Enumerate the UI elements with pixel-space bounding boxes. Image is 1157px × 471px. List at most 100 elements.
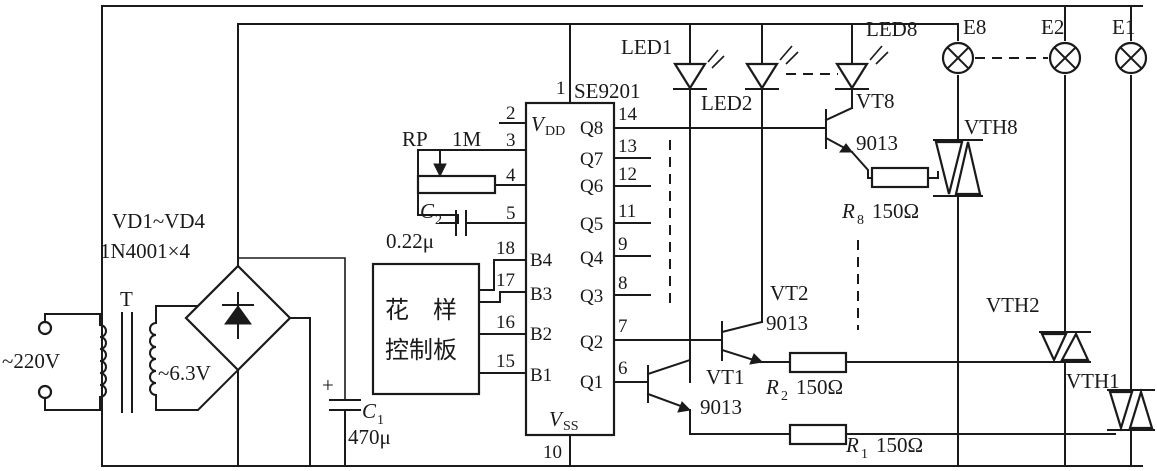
bridge-rectifier: VD1~VD4 1N4001×4 [100,209,346,467]
pin-6-num: 6 [618,358,628,379]
pin-7-num: 7 [618,316,628,337]
vt1-part: 9013 [700,395,742,419]
pattern-board-box [371,262,481,396]
e2-label: E2 [1041,15,1064,39]
vdd-rail [237,23,959,467]
secondary-voltage-label: ~6.3V [158,361,211,385]
led2-label: LED2 [701,91,752,115]
pin-q7-label: Q7 [580,149,603,170]
vt2-name: VT2 [770,281,809,305]
pin-b3-label: B3 [530,284,552,305]
rp-body [416,174,497,195]
pin-5-num: 5 [506,203,516,224]
pattern-board-line1: 花 样 [385,296,457,324]
pin-q1-label: Q1 [580,372,603,393]
mains-voltage-label: ~220V [2,349,60,373]
resistor-r2: R 2 150Ω [765,351,1051,404]
pin-q3-label: Q3 [580,286,603,307]
pattern-board: 花 样 控制板 18 17 16 15 B4 B3 B2 B1 [371,238,553,396]
pin-13-num: 13 [618,136,637,157]
pin-q8-label: Q8 [580,118,603,139]
e1-label: E1 [1112,15,1135,39]
ic-left-pins: 2 3 4 5 [439,103,527,224]
transistor-vt8: VT8 9013 [824,89,898,179]
lamp-e1: E1 [1112,15,1148,75]
led-8: LED8 [835,17,917,109]
c2-index: 2 [435,213,442,228]
rectifier-part: 1N4001×4 [100,239,191,263]
pin-17-num: 17 [496,270,515,291]
ic-vss: V [549,407,564,431]
pattern-board-line2: 控制板 [385,336,457,364]
pin-q2-label: Q2 [580,332,603,353]
resistor-r8: R 8 150Ω [841,166,939,330]
ic-body [524,101,616,437]
led8-label: LED8 [866,17,917,41]
transistor-vt1: VT1 9013 [646,358,791,435]
pin-18-num: 18 [496,238,515,259]
mains-terminal-top [37,320,53,336]
ic-right-pins: Q8 14 Q7 13 Q6 12 Q5 11 Q4 9 Q3 8 Q2 7 Q… [580,104,827,393]
ic-vdd: V [531,112,546,136]
mains-terminal-bottom [37,384,53,400]
rp-name: RP [402,127,428,151]
vth2-label: VTH2 [986,293,1040,317]
r1-index: 1 [861,447,868,462]
ic-name: SE9201 [574,79,641,103]
pin-14-num: 14 [618,104,638,125]
triac-vth8: VTH8 [933,115,1018,197]
vt8-part: 9013 [856,131,898,155]
r8-value: 150Ω [872,199,919,223]
rp-value: 1M [452,127,482,151]
transformer-label: T [120,287,133,311]
lamp-e8: E8 [941,15,986,75]
capacitor-c1: + C 1 470μ [322,373,391,467]
resistor-r1: R 1 150Ω [788,423,1116,462]
r8-index: 8 [857,213,864,228]
e8-label: E8 [963,15,986,39]
c1-polarity: + [322,373,334,397]
r1-name: R [845,433,859,457]
pin-q4-label: Q4 [580,248,604,269]
transformer: T ~6.3V [98,264,240,413]
r2-value: 150Ω [796,375,843,399]
transistor-vt2: VT2 9013 [720,281,809,365]
ic-vss-sub: SS [563,419,579,434]
led-1: LED1 [621,35,725,383]
pin-b4-label: B4 [530,250,553,271]
ic-se9201: SE9201 V DD V SS 1 10 [524,78,641,467]
mains-bus-wires [101,5,1143,467]
lamp-e2: E2 [1041,15,1082,75]
pin-15-num: 15 [496,351,515,372]
pin-q6-label: Q6 [580,176,603,197]
c1-value: 470μ [348,425,391,449]
vth8-label: VTH8 [964,115,1018,139]
r2-index: 2 [781,389,788,404]
pin-4-num: 4 [506,165,516,186]
vt1-name: VT1 [706,365,745,389]
r2-name: R [765,375,779,399]
pin-11-num: 11 [618,201,636,222]
pin-1-num: 1 [556,78,566,99]
c2-value: 0.22μ [386,229,434,253]
r8-name: R [841,199,855,223]
r1-value: 150Ω [876,433,923,457]
c2-name: C [420,199,435,223]
pin-3-num: 3 [506,130,516,151]
pin-b2-label: B2 [530,324,552,345]
c1-index: 1 [377,413,384,428]
ic-vdd-sub: DD [545,124,565,139]
pin-q5-label: Q5 [580,214,603,235]
pin-10-num: 10 [543,442,562,463]
rectifier-name: VD1~VD4 [112,209,206,233]
mains-input: ~220V [2,313,101,411]
pin-9-num: 9 [618,234,628,255]
triac-vth2: VTH2 [986,293,1091,363]
vt8-name: VT8 [856,89,895,113]
timing-network: RP 1M C 2 0.22μ [386,127,497,253]
pin-2-num: 2 [506,103,516,124]
vt2-part: 9013 [766,311,808,335]
led-2: LED2 [701,45,799,323]
